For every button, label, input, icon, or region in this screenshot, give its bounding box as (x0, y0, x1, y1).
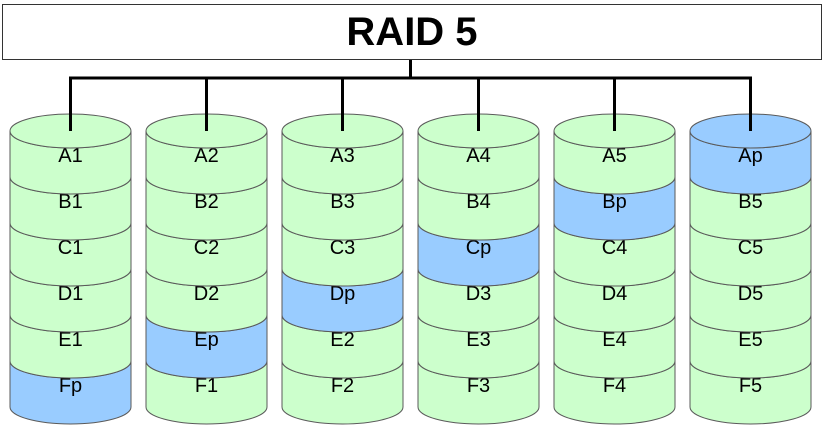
block-label: D5 (738, 283, 764, 305)
disk-2-block-ep: Ep (145, 314, 268, 379)
block-label: C2 (194, 237, 220, 259)
disk-1: Fp E1 D1 C1 B1 A1 (9, 113, 132, 425)
block-label: E5 (738, 329, 762, 351)
disk-2: F1 Ep D2 C2 B2 A2 (145, 113, 268, 425)
disk-5-block-a5: A5 (553, 130, 676, 195)
disk-3-block-dp: Dp (281, 268, 404, 333)
block-label: F1 (195, 375, 218, 397)
block-label: E3 (466, 329, 490, 351)
block-label: B5 (738, 191, 762, 213)
disk-1-block-b1: B1 (9, 176, 132, 241)
disk-6-block-e5: E5 (689, 314, 812, 379)
disk-2-block-c2: C2 (145, 222, 268, 287)
disk-4: F3 E3 D3 Cp B4 A4 (417, 113, 540, 425)
block-label: F5 (739, 375, 762, 397)
block-label: Ap (738, 145, 762, 167)
disk-3-block-f2: F2 (281, 360, 404, 425)
block-label: Ep (194, 329, 218, 351)
block-label: B3 (330, 191, 354, 213)
disk-6-block-d5: D5 (689, 268, 812, 333)
block-label: C4 (602, 237, 628, 259)
block-label: B4 (466, 191, 490, 213)
disk-1-block-e1: E1 (9, 314, 132, 379)
block-label: A1 (58, 145, 82, 167)
disk-5-block-e4: E4 (553, 314, 676, 379)
disk-6: F5 E5 D5 C5 B5 Ap (689, 113, 812, 425)
disk-6-block-f5: F5 (689, 360, 812, 425)
block-label: A3 (330, 145, 354, 167)
block-label: C1 (58, 237, 84, 259)
block-label: C5 (738, 237, 764, 259)
connector-lines (69, 60, 752, 131)
disk-6-block-b5: B5 (689, 176, 812, 241)
diagram-title-box: RAID 5 (2, 4, 822, 60)
block-label: D1 (58, 283, 84, 305)
disk-4-block-f3: F3 (417, 360, 540, 425)
disk-4-block-cp: Cp (417, 222, 540, 287)
block-label: B1 (58, 191, 82, 213)
disk-4-block-e3: E3 (417, 314, 540, 379)
block-label: E4 (602, 329, 626, 351)
block-label: Cp (466, 237, 492, 259)
diagram-title: RAID 5 (346, 9, 478, 54)
block-label: C3 (330, 237, 356, 259)
block-label: D4 (602, 283, 628, 305)
disk-5-block-c4: C4 (553, 222, 676, 287)
disk-1-block-a1: A1 (9, 130, 132, 195)
disk-4-block-d3: D3 (417, 268, 540, 333)
block-label: A4 (466, 145, 490, 167)
block-label: F3 (467, 375, 490, 397)
block-label: E1 (58, 329, 82, 351)
block-label: D3 (466, 283, 492, 305)
disk-1-block-d1: D1 (9, 268, 132, 333)
disk-5: F4 E4 D4 C4 Bp A5 (553, 113, 676, 425)
block-label: Bp (602, 191, 626, 213)
block-label: A5 (602, 145, 626, 167)
disk-3-block-b3: B3 (281, 176, 404, 241)
disk-6-block-c5: C5 (689, 222, 812, 287)
block-label: F4 (603, 375, 626, 397)
block-label: B2 (194, 191, 218, 213)
disk-4-block-b4: B4 (417, 176, 540, 241)
block-label: Dp (330, 283, 356, 305)
block-label: Fp (59, 375, 82, 397)
disk-3-block-a3: A3 (281, 130, 404, 195)
disk-3-block-c3: C3 (281, 222, 404, 287)
block-label: F2 (331, 375, 354, 397)
block-label: A2 (194, 145, 218, 167)
block-label: E2 (330, 329, 354, 351)
disk-3: F2 E2 Dp C3 B3 A3 (281, 113, 404, 425)
block-label: D2 (194, 283, 220, 305)
